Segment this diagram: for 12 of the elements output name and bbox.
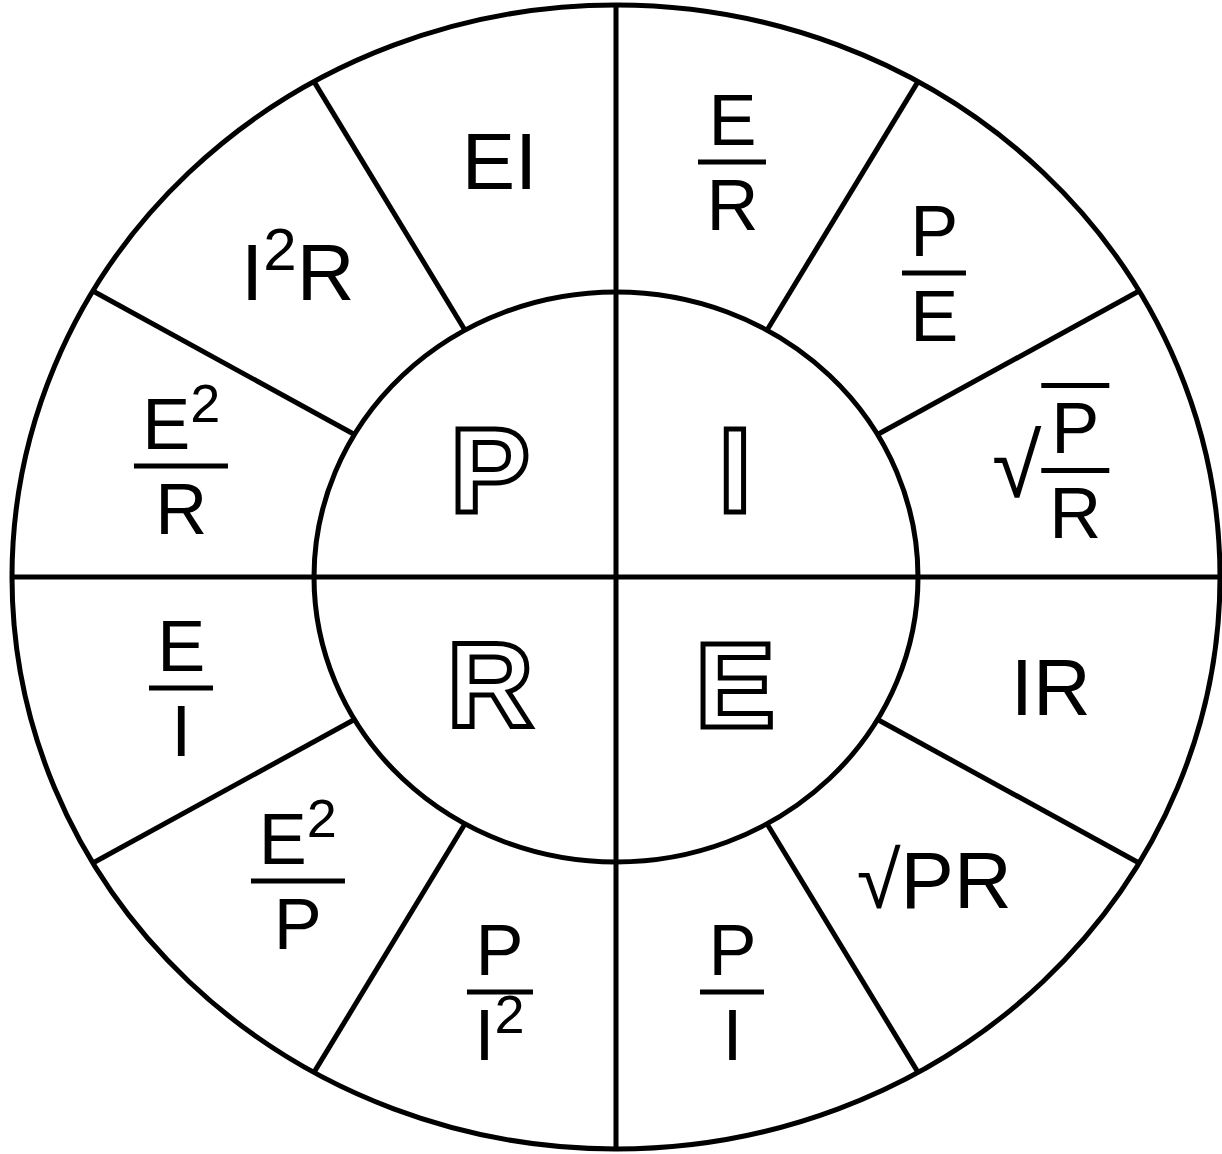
formula: EI	[461, 121, 538, 202]
formula: P I$^{2}$	[466, 913, 533, 1071]
outlined-letter: E	[695, 625, 775, 745]
formula: √PR	[856, 841, 1012, 922]
outlined-letter: I	[718, 410, 752, 530]
formula: IR	[1010, 648, 1091, 729]
formula: E I	[149, 609, 214, 767]
formula: P E	[902, 194, 967, 352]
formula: E R	[698, 83, 767, 241]
outlined-letter: R	[446, 625, 534, 745]
formula: P I	[700, 913, 765, 1071]
outlined-letter: P	[450, 410, 530, 530]
